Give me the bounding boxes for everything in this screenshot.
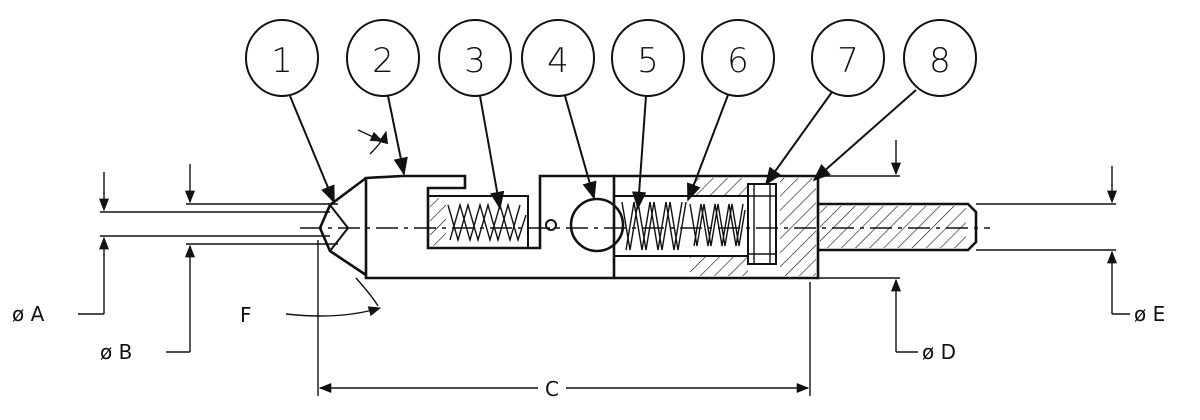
dimension-group: ø A ø B F C bbox=[12, 129, 1165, 401]
dimension-length-c: C bbox=[317, 240, 811, 401]
callout-3-label: 3 bbox=[464, 41, 486, 81]
part-5-spring bbox=[621, 201, 687, 251]
cross-hole bbox=[545, 219, 557, 231]
part-7-set-screw bbox=[747, 183, 777, 265]
part-3-spring bbox=[447, 202, 527, 243]
part-2-housing bbox=[364, 174, 616, 280]
dia-b-label: ø B bbox=[100, 340, 132, 364]
callout-2: 2 bbox=[346, 19, 420, 176]
part-1-tip bbox=[318, 176, 367, 277]
dimension-dia-b: ø B bbox=[100, 164, 196, 364]
callout-1-label: 1 bbox=[271, 41, 293, 81]
callout-8: 8 bbox=[812, 19, 977, 182]
dia-d-label: ø D bbox=[922, 340, 956, 364]
callout-6: 6 bbox=[687, 19, 775, 202]
rear-body bbox=[614, 174, 820, 280]
callout-4-label: 4 bbox=[547, 41, 569, 81]
length-c-label: C bbox=[545, 377, 559, 401]
part-4-ball bbox=[569, 197, 625, 253]
dia-e-label: ø E bbox=[1134, 302, 1165, 326]
callout-8-label: 8 bbox=[929, 41, 951, 81]
callout-5: 5 bbox=[611, 19, 685, 210]
callout-2-label: 2 bbox=[372, 41, 394, 81]
callout-7-label: 7 bbox=[837, 41, 859, 81]
dia-a-label: ø A bbox=[12, 302, 45, 326]
dimension-dia-e: ø E bbox=[976, 166, 1165, 326]
callout-group: 1 2 3 4 5 6 7 bbox=[245, 19, 977, 210]
callout-3: 3 bbox=[438, 19, 512, 210]
callout-1: 1 bbox=[245, 19, 335, 204]
part-3-bore-hatch bbox=[430, 198, 446, 246]
tool-body bbox=[300, 174, 990, 280]
dimension-dia-a: ø A bbox=[12, 172, 110, 326]
part-8-shank bbox=[818, 202, 978, 252]
callout-7: 7 bbox=[764, 19, 885, 186]
dimension-angle-f: F bbox=[240, 129, 389, 327]
callout-4: 4 bbox=[521, 19, 597, 200]
dimension-dia-d: ø D bbox=[818, 140, 956, 364]
angle-f-label: F bbox=[240, 303, 252, 327]
callout-6-label: 6 bbox=[727, 41, 749, 81]
part-6-spring bbox=[689, 203, 746, 247]
callout-5-label: 5 bbox=[637, 41, 659, 81]
